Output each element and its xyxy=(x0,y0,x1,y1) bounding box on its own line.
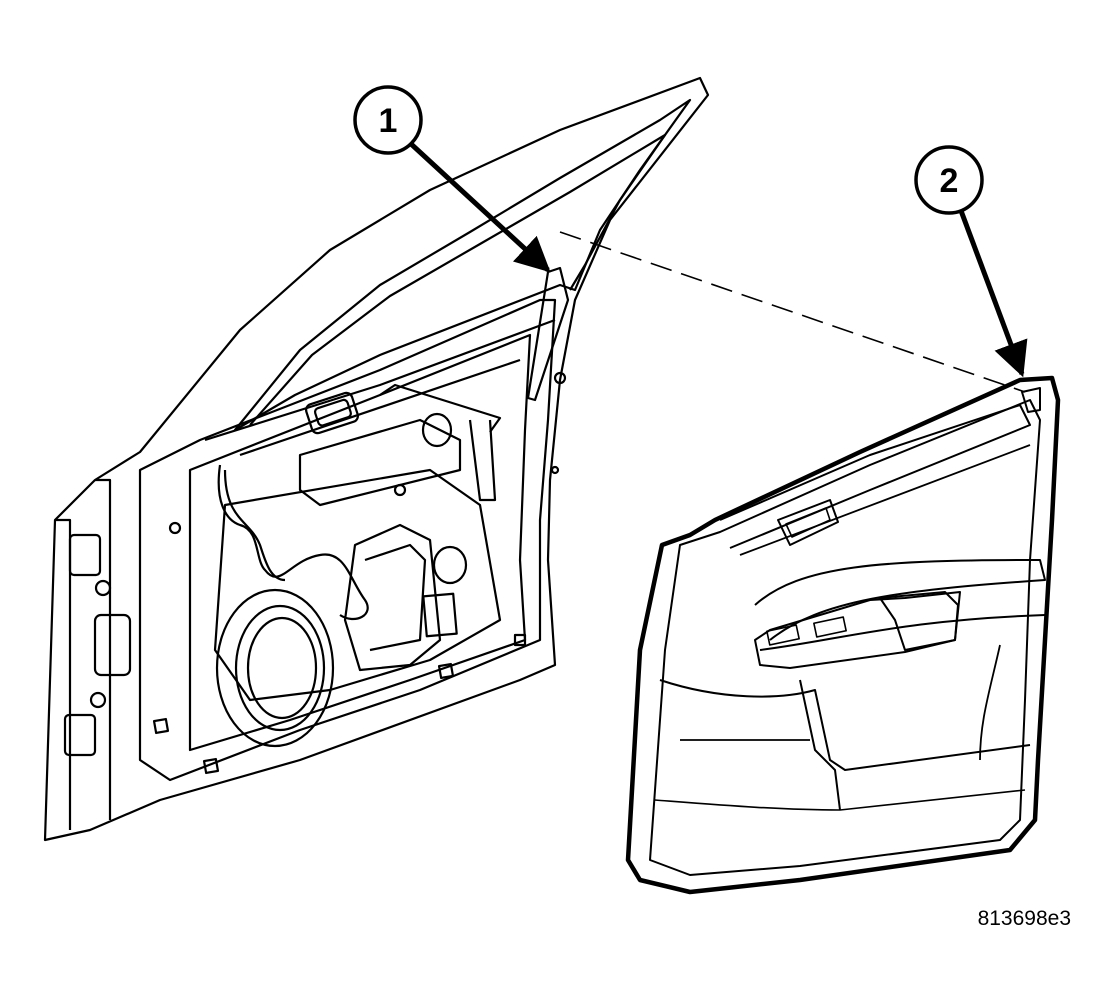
callout-1: 1 xyxy=(353,85,551,273)
callout-2: 2 xyxy=(914,145,1028,378)
callout-2-circle xyxy=(914,145,984,215)
door-trim-panel xyxy=(625,375,1061,895)
callout-1-label: 1 xyxy=(379,102,398,140)
door-inner-frame xyxy=(43,76,710,842)
callout-2-leader-arrow xyxy=(957,207,1028,378)
alignment-dashed-line xyxy=(559,231,1026,393)
callout-2-label: 2 xyxy=(940,162,959,200)
figure-id: 813698e3 xyxy=(977,907,1071,930)
callout-1-leader-arrow xyxy=(408,141,551,273)
callout-1-circle xyxy=(353,85,423,155)
